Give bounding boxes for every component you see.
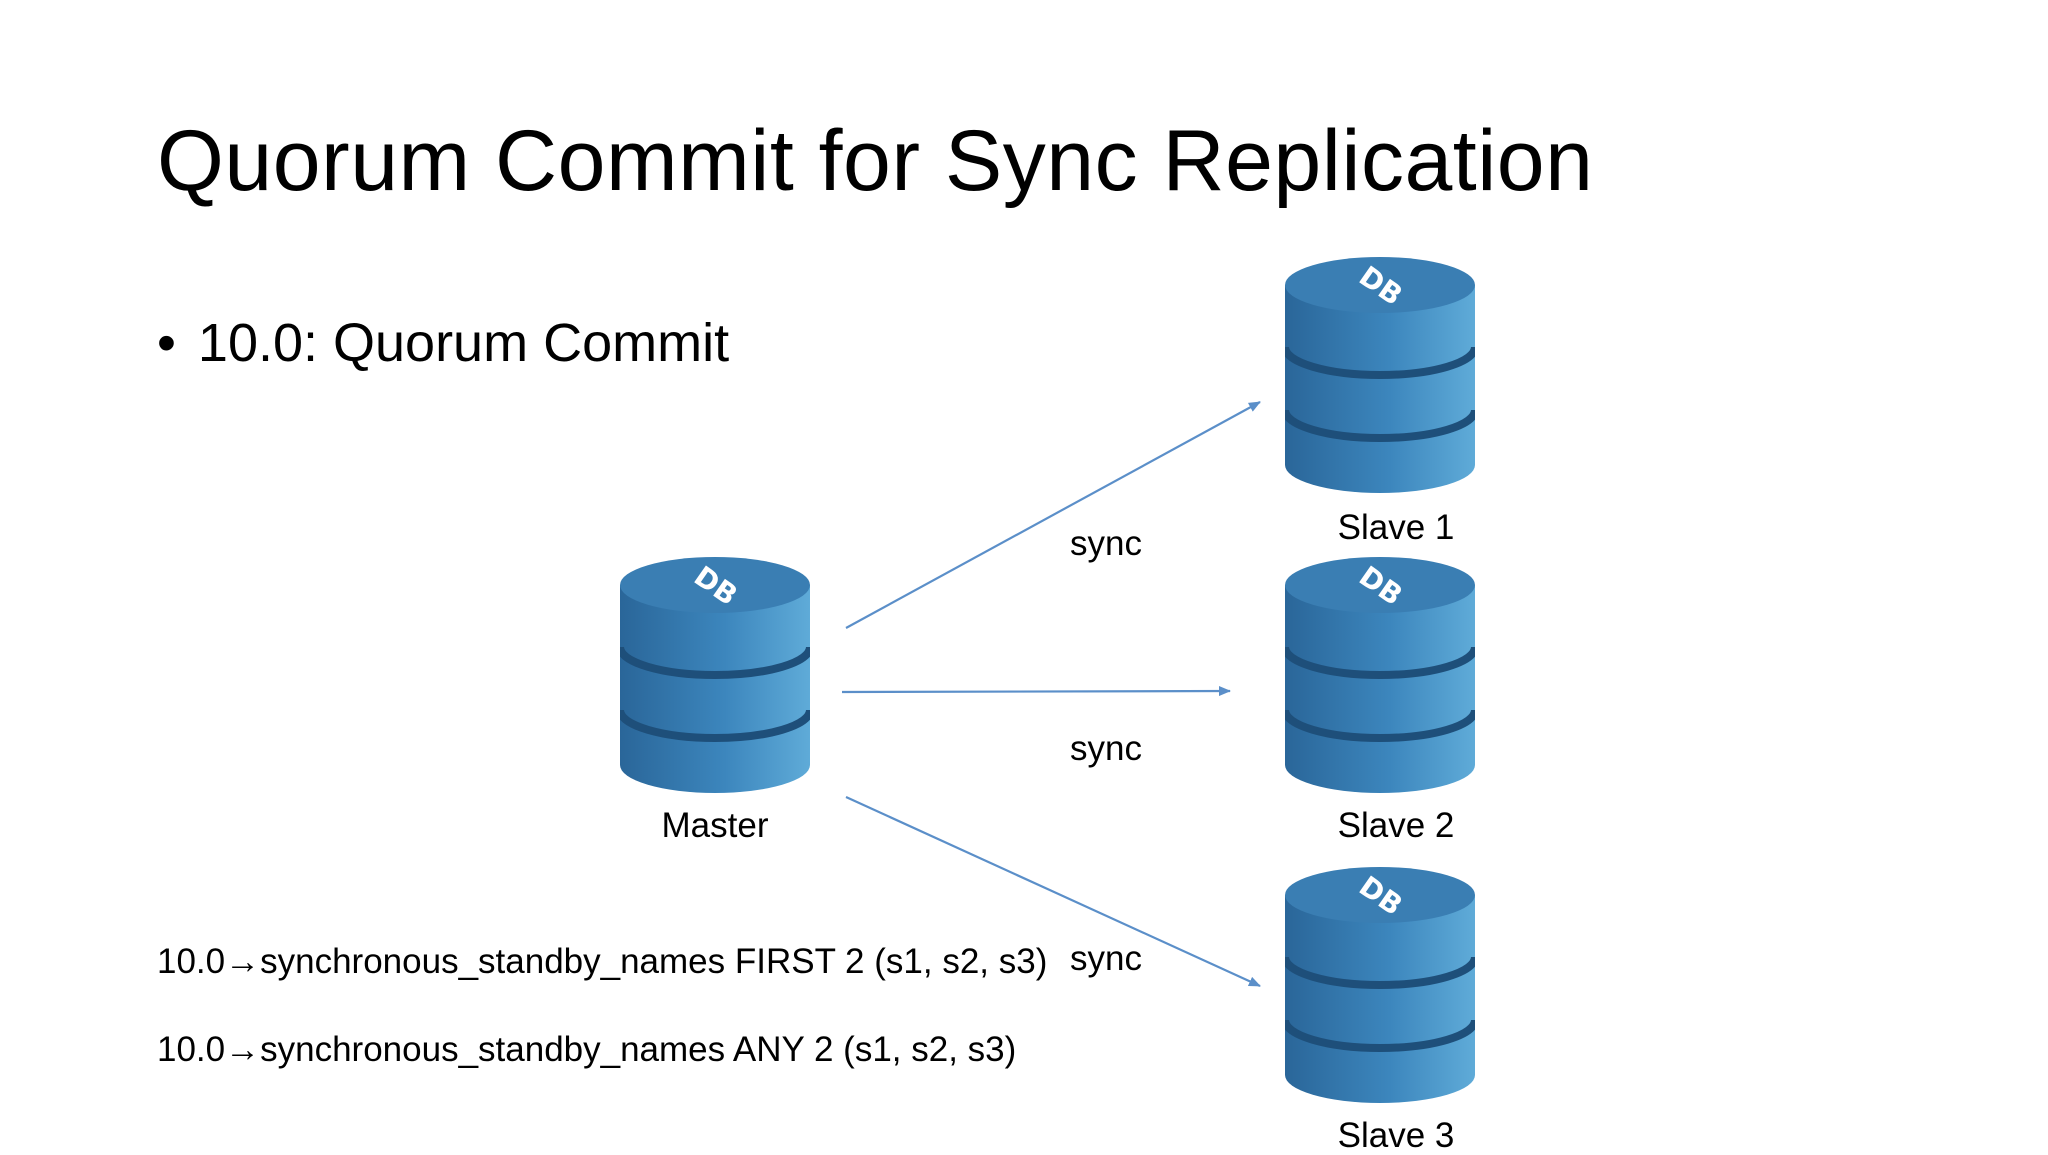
edge-master-slave3 [845, 795, 1261, 988]
bullet-dot: • [157, 313, 176, 373]
command-version: 10.0 [157, 942, 226, 981]
database-icon: DB [1285, 257, 1475, 493]
arrow-right-icon: → [225, 942, 261, 981]
node-label-slave1: Slave 1 [1337, 508, 1455, 547]
node-label-slave2: Slave 2 [1337, 806, 1455, 845]
command-text: synchronous_standby_names ANY 2 (s1, s2,… [260, 1030, 1017, 1069]
database-icon: DB [1285, 867, 1475, 1103]
edge-master-slave1 [845, 401, 1261, 629]
slave2-database-icon: DB [1285, 555, 1475, 795]
command-line-first: 10.0→synchronous_standby_names FIRST 2 (… [157, 944, 1047, 979]
slave3-database-icon: DB [1285, 865, 1475, 1105]
slide-title: Quorum Commit for Sync Replication [157, 113, 1594, 209]
edge-label-slave3: sync [1070, 939, 1142, 978]
node-label-master: Master [661, 806, 769, 845]
arrow-right-icon: → [225, 1030, 261, 1069]
command-version: 10.0 [157, 1030, 226, 1069]
node-label-slave3: Slave 3 [1337, 1116, 1455, 1155]
master-database-icon: DB [620, 555, 810, 795]
edge-label-slave1: sync [1070, 524, 1142, 563]
database-icon: DB [620, 557, 810, 793]
bullet-item: • 10.0: Quorum Commit [157, 316, 729, 370]
command-text: synchronous_standby_names FIRST 2 (s1, s… [260, 942, 1048, 981]
database-icon: DB [1285, 557, 1475, 793]
edge-master-slave2 [841, 686, 1231, 697]
command-line-any: 10.0→synchronous_standby_names ANY 2 (s1… [157, 1032, 1016, 1067]
edge-label-slave2: sync [1070, 729, 1142, 768]
bullet-text: 10.0: Quorum Commit [197, 313, 730, 373]
slave1-database-icon: DB [1285, 255, 1475, 495]
